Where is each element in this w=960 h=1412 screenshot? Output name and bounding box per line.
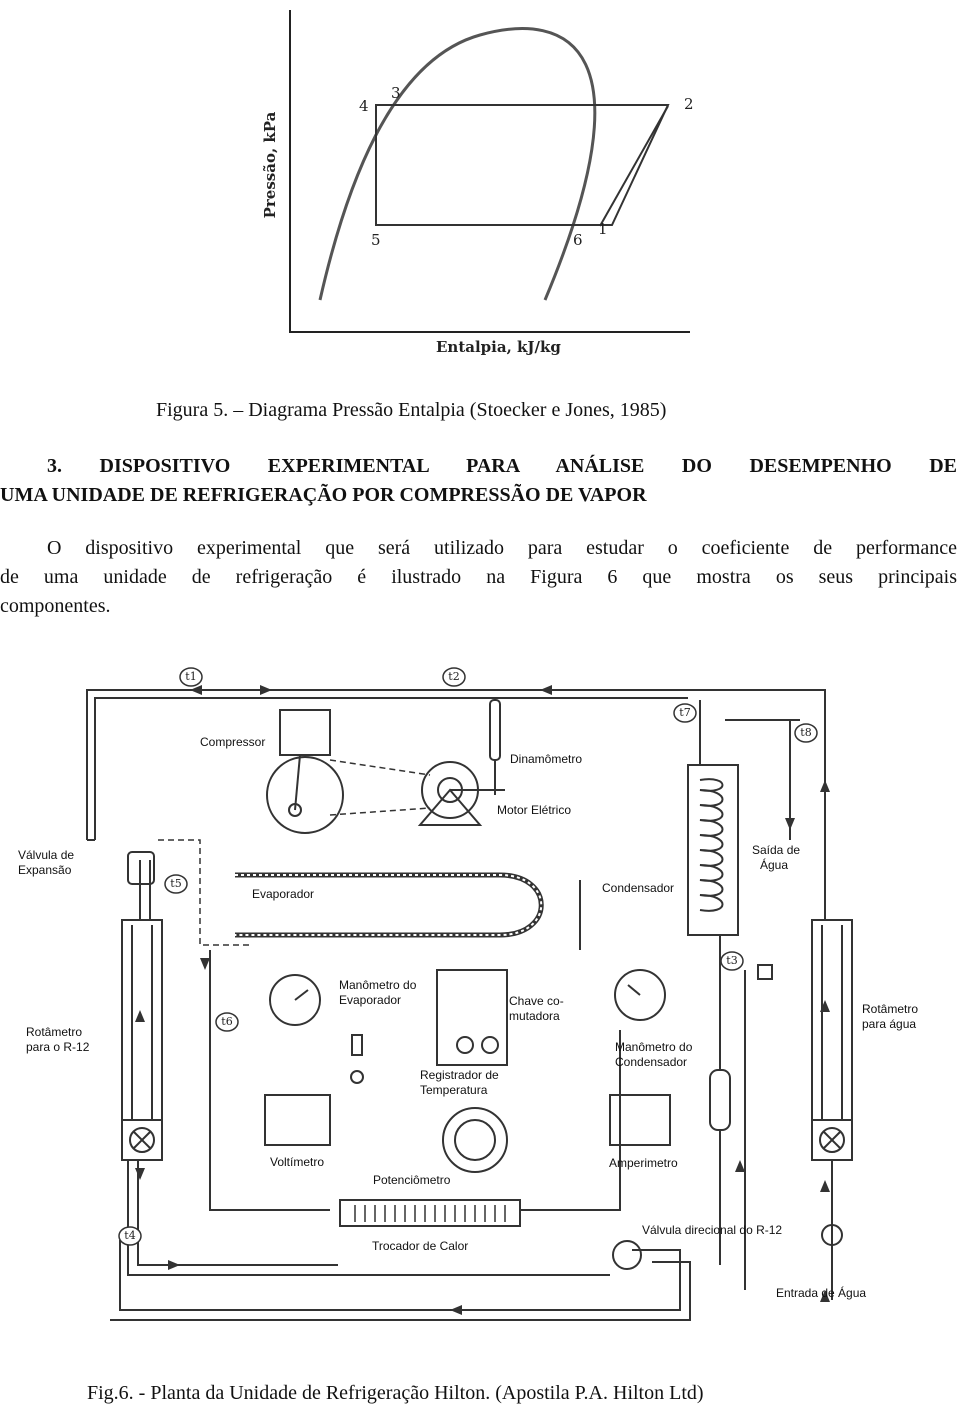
point-2: 2	[684, 95, 694, 113]
figure-5-caption: Figura 5. – Diagrama Pressão Entalpia (S…	[156, 399, 667, 421]
label-rot-r12-1: Rotâmetro	[26, 1025, 83, 1039]
temp-t4: t4	[124, 1229, 136, 1242]
ammeter	[609, 1094, 671, 1146]
direction-valve	[612, 1240, 642, 1270]
label-valvula-1: Válvula de	[18, 848, 75, 862]
point-1: 1	[598, 220, 608, 238]
label-valvula-direcional: Válvula direcional do R-12	[642, 1223, 783, 1237]
label-voltimetro: Voltímetro	[270, 1155, 325, 1169]
voltmeter	[264, 1094, 331, 1146]
label-man-cond-2: Condensador	[615, 1055, 688, 1069]
label-rot-r12-2: para o R-12	[26, 1040, 90, 1054]
cycle-2-1-line	[599, 105, 669, 227]
label-valvula-2: Expansão	[18, 863, 72, 877]
evaporator-gauge	[269, 974, 321, 1026]
label-man-cond-1: Manômetro do	[615, 1040, 693, 1054]
label-man-evap-1: Manômetro do	[339, 978, 417, 992]
pipe-discharge	[86, 689, 826, 920]
switch	[351, 1034, 363, 1056]
label-rot-agua-1: Rotâmetro	[862, 1002, 919, 1016]
condenser-gauge	[614, 969, 666, 1021]
label-dinamometro: Dinamômetro	[510, 752, 583, 766]
temp-t7: t7	[679, 706, 691, 719]
saturation-dome	[318, 27, 597, 301]
dynamometer	[489, 699, 501, 795]
label-rot-agua-2: para água	[862, 1017, 917, 1031]
temp-t6: t6	[221, 1015, 233, 1028]
section-heading-line-2: UMA UNIDADE DE REFRIGERAÇÃO POR COMPRESS…	[0, 484, 647, 506]
label-registrador-2: Temperatura	[420, 1083, 488, 1097]
label-amperimetro: Amperimetro	[609, 1156, 678, 1170]
cycle-path	[375, 104, 670, 226]
point-4: 4	[359, 97, 369, 115]
temp-t5: t5	[170, 877, 182, 890]
label-saida-2: Água	[760, 858, 789, 872]
paragraph-line-1: O dispositivo experimental que será util…	[47, 537, 957, 559]
temp-t1: t1	[185, 670, 197, 683]
heat-exchanger	[339, 1199, 521, 1227]
figure-6-caption: Fig.6. - Planta da Unidade de Refrigeraç…	[87, 1382, 704, 1404]
label-condensador: Condensador	[602, 881, 675, 895]
label-saida-1: Saída de	[752, 843, 801, 857]
label-chave-1: Chave co-	[509, 994, 564, 1008]
rotameter-r12	[121, 919, 163, 1161]
pipe-bottom	[127, 1160, 610, 1276]
temperature-recorder	[436, 969, 508, 1066]
motor	[417, 761, 505, 826]
label-evaporador: Evaporador	[252, 887, 315, 901]
control-panel	[209, 950, 621, 1211]
label-chave-2: mutadora	[509, 1009, 560, 1023]
paragraph-line-3: componentes.	[0, 595, 111, 617]
temp-t2: t2	[448, 670, 460, 683]
expansion-valve	[127, 851, 155, 885]
label-entrada: Entrada de Água	[776, 1286, 867, 1300]
temp-t8: t8	[800, 726, 812, 739]
pipe-bottom-return	[119, 1240, 681, 1311]
evaporator-tube	[235, 872, 544, 938]
label-potenciometro: Potenciômetro	[373, 1173, 451, 1187]
x-axis-label: Entalpia, kJ/kg	[436, 338, 561, 356]
point-5: 5	[371, 231, 381, 249]
condenser	[687, 700, 800, 936]
paragraph-line-2: de uma unidade de refrigeração é ilustra…	[0, 566, 957, 588]
ph-diagram	[289, 10, 690, 333]
point-3: 3	[391, 84, 401, 102]
section-heading-line-1: 3. DISPOSITIVO EXPERIMENTAL PARA ANÁLISE…	[47, 455, 957, 477]
point-6: 6	[573, 231, 583, 249]
pipe-discharge-inner	[94, 697, 688, 840]
label-trocador: Trocador de Calor	[372, 1239, 469, 1253]
potentiometer	[442, 1107, 508, 1173]
label-motor: Motor Elétrico	[497, 803, 572, 817]
rotameter-water	[811, 919, 853, 1300]
label-compressor: Compressor	[200, 735, 266, 749]
label-man-evap-2: Evaporador	[339, 993, 402, 1007]
label-registrador-1: Registrador de	[420, 1068, 499, 1082]
temp-t3: t3	[726, 954, 738, 967]
compressor	[266, 709, 344, 834]
